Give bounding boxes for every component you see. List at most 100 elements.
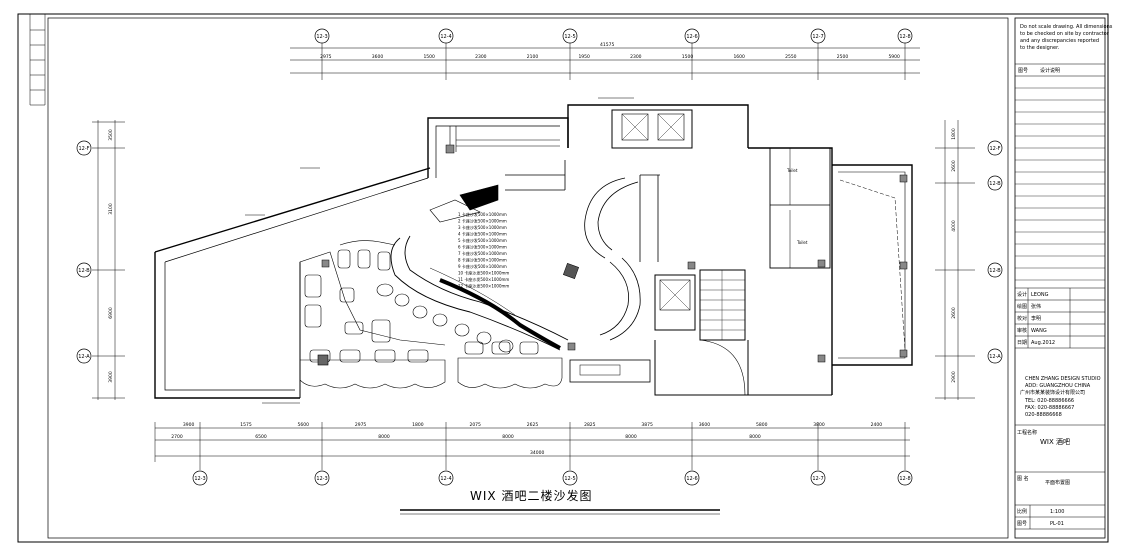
building-walls	[154, 104, 913, 399]
central-bar	[505, 160, 660, 341]
tb-field-label-2: 校对	[1017, 315, 1027, 322]
tb-rev-value: 设计说明	[1040, 67, 1060, 74]
right-dim-1: 2600	[951, 160, 957, 172]
bottom-row1-dim-0: 3900	[183, 422, 195, 428]
axis-left-1-label: 12-B	[78, 268, 90, 274]
top-row-dim-11: 5900	[888, 54, 900, 60]
axis-left-0-label: 12-F	[78, 146, 89, 152]
axis-bottom-1: 12-3	[314, 470, 330, 486]
tb-fax: FAX: 020-88886667	[1025, 405, 1074, 411]
axis-bottom-4: 12-6	[684, 470, 700, 486]
seating-note-3: 4 卡座沙发500×1000mm	[458, 231, 507, 237]
tb-tel: TEL: 020-88886666	[1024, 398, 1074, 404]
axis-top-1: 12-4	[438, 28, 454, 44]
axis-bottom-2: 12-4	[438, 470, 454, 486]
bottom-row2-dim-2: 8000	[378, 434, 390, 440]
tb-field-value-1: 张伟	[1031, 303, 1041, 310]
axis-bottom-4-label: 12-6	[686, 476, 697, 482]
top-row-dim-8: 1600	[733, 54, 745, 60]
left-dim-2: 6900	[108, 307, 114, 319]
tb-scale-value: 1:100	[1050, 509, 1064, 515]
axis-right-1-label: 12-B	[989, 181, 1001, 187]
bottom-row1-dim-7: 2825	[584, 422, 596, 428]
seating-note-6: 7 卡座沙发500×1000mm	[458, 250, 507, 256]
tb-company-2: ADD: GUANGZHOU CHINA	[1025, 383, 1091, 389]
tb-scale-label: 比例	[1017, 508, 1027, 515]
bottom-row1-dim-2: 5600	[298, 422, 310, 428]
seating-note-8: 9 卡座沙发500×1000mm	[458, 263, 507, 269]
title-block: Do not scale drawing. All dimensions to …	[1014, 17, 1113, 539]
seating-note-0: 1 卡座沙发500×1000mm	[458, 211, 507, 217]
right-dim-2: 4000	[951, 220, 957, 232]
axis-bottom-6-label: 12-8	[899, 476, 910, 482]
tb-email: 020-88886668	[1025, 412, 1062, 418]
axis-bottom-1-label: 12-3	[316, 476, 327, 482]
tb-sheet-name: 平面布置图	[1045, 479, 1070, 486]
right-dim-3: 2600	[951, 307, 957, 319]
axis-top-0: 12-3	[314, 28, 330, 44]
axis-left: 12-F 12-B 12-A	[76, 140, 92, 364]
bottom-row2-dim-4: 8000	[625, 434, 637, 440]
bottom-row2-dim-0: 2700	[171, 434, 183, 440]
axis-left-2: 12-A	[76, 348, 92, 364]
axis-top-2: 12-5	[562, 28, 578, 44]
top-row-dim-7: 1500	[682, 54, 694, 60]
top-row-dim-10: 2500	[837, 54, 849, 60]
top-row-dim-6: 2300	[630, 54, 642, 60]
tb-project-label: 工程名称	[1017, 429, 1037, 436]
top-row-dim-9: 2550	[785, 54, 797, 60]
tb-field-value-4: Aug.2012	[1031, 340, 1055, 346]
right-dim-0: 1800	[951, 128, 957, 140]
axis-top-3: 12-6	[684, 28, 700, 44]
axis-right-2: 12-B	[987, 262, 1003, 278]
seating-note-5: 6 卡座沙发500×1000mm	[458, 244, 507, 250]
bottom-row1-dim-4: 1800	[412, 422, 424, 428]
seating-note-4: 5 卡座沙发500×1000mm	[458, 237, 507, 243]
bottom-row2-dim-1: 6500	[255, 434, 267, 440]
tb-no-label: 图号	[1017, 521, 1027, 527]
axis-right-2-label: 12-B	[989, 268, 1001, 274]
bottom-row1-dim-6: 2625	[527, 422, 539, 428]
right-dims-text: 1800 2600 4000 2600 2900	[951, 128, 957, 383]
left-dim-3: 3900	[108, 371, 114, 383]
axis-left-2-label: 12-A	[78, 354, 90, 360]
tb-rev-label: 图号	[1018, 68, 1028, 74]
seating-note-9: 10 卡座沙发500×1000mm	[458, 270, 509, 276]
top-row-dim-1: 3600	[372, 54, 384, 60]
tb-company-3: 广州市某某装饰设计有限公司	[1020, 389, 1085, 396]
tb-note-4: to the designer.	[1020, 45, 1060, 51]
axis-right-0-label: 12-F	[989, 146, 1000, 152]
tb-field-label-1: 绘图	[1017, 303, 1027, 310]
left-dim-1: 3100	[108, 203, 114, 215]
axis-bottom-0-label: 12-3	[194, 476, 205, 482]
top-total-dim: 41575	[600, 42, 614, 48]
axis-right-0: 12-F	[987, 140, 1003, 156]
axis-bottom-5-label: 12-7	[812, 476, 823, 482]
axis-bottom-3: 12-5	[562, 470, 578, 486]
tb-no-value: PL-01	[1050, 521, 1064, 527]
axis-top-1-label: 12-4	[440, 34, 451, 40]
top-dimensions	[290, 40, 920, 80]
drawing-frame	[17, 13, 1109, 543]
tb-field-value-3: WANG	[1031, 328, 1047, 334]
bottom-row1-dim-8: 3875	[641, 422, 653, 428]
bottom-row2-dim-3: 8000	[502, 434, 514, 440]
tb-field-value-0: LEONG	[1031, 292, 1049, 298]
seating-note-7: 8 卡座沙发500×1000mm	[458, 257, 507, 263]
bottom-row1-dim-3: 2975	[355, 422, 367, 428]
bottom-row1-dim-9: 3600	[699, 422, 711, 428]
toilet-label-2: Toilet	[796, 240, 808, 245]
tb-sheet-label: 图 名	[1017, 475, 1029, 482]
axis-top-0-label: 12-3	[316, 34, 327, 40]
tb-note-3: and any discrepancies reported	[1020, 38, 1099, 44]
section-marks	[245, 97, 634, 404]
right-dim-4: 2900	[951, 371, 957, 383]
bottom-row1-dim-11: 3800	[813, 422, 825, 428]
axis-bottom-5: 12-7	[810, 470, 826, 486]
binding-strip	[29, 14, 46, 106]
